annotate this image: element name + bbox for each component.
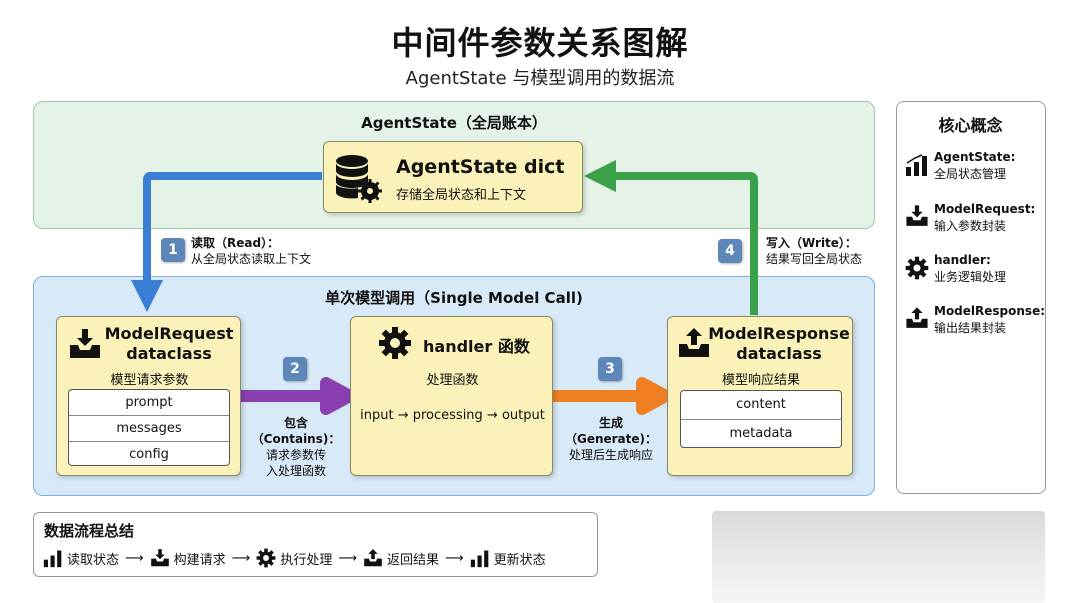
gear-icon (379, 327, 411, 359)
agent-state-box-desc: 存储全局状态和上下文 (396, 188, 527, 203)
step-4-title: 写入（Write）： (766, 236, 857, 250)
field-content: content (681, 391, 841, 420)
page-title: 中间件参数关系图解 (391, 24, 689, 62)
summary-arrow-3: ⟶ (338, 550, 357, 566)
step-2-desc-1: 请求参数传 (265, 448, 326, 462)
handler-title: handler 函数 (423, 337, 530, 356)
step-4-badge: 4 (718, 239, 742, 263)
step-3-label: 生成（Generate)： 处理后生成响应 (553, 415, 669, 463)
field-messages: messages (69, 416, 229, 442)
model-request-desc: 模型请求参数 (110, 373, 189, 388)
summary-arrow-1: ⟶ (125, 550, 144, 566)
model-request-box: ModelRequest dataclass 模型请求参数 prompt mes… (56, 316, 241, 476)
model-response-title-line1: ModelResponse (708, 324, 850, 343)
concept-modelresponse-desc: 输出结果封装 (934, 321, 1007, 335)
model-request-fields: prompt messages config (68, 389, 230, 466)
concept-handler-desc: 业务逻辑处理 (934, 270, 1007, 284)
model-response-box: ModelResponse dataclass 模型响应结果 content m… (667, 316, 853, 476)
step-4-desc: 结果写回全局状态 (766, 252, 863, 266)
model-response-desc: 模型响应结果 (721, 373, 800, 388)
summary-step-3: 执行处理 (280, 552, 333, 568)
gear-icon (905, 256, 929, 280)
model-request-title: ModelRequest dataclass (101, 324, 237, 364)
read-arrow (131, 172, 322, 312)
bar-chart-icon (470, 550, 488, 568)
summary-step-1: 读取状态 (67, 552, 120, 568)
agent-state-panel-title: AgentState（全局账本） (361, 114, 547, 132)
field-config: config (129, 447, 169, 462)
summary-arrow-2: ⟶ (231, 550, 251, 566)
inbox-upload-icon (364, 549, 382, 567)
handler-flow: input → processing → output (360, 408, 545, 423)
summary-step-5: 更新状态 (493, 552, 546, 568)
step-2-label: 包含（Contains)： 请求参数传 入处理函数 (240, 415, 352, 479)
step-2-desc-2: 入处理函数 (265, 464, 326, 478)
concept-modelrequest-desc: 输入参数封装 (934, 219, 1007, 233)
blurred-region (712, 511, 1045, 603)
step-2-title: 包含（Contains)： (251, 416, 341, 446)
contains-arrow (226, 377, 356, 415)
agent-state-box: AgentState dict 存储全局状态和上下文 (323, 141, 583, 213)
summary-arrow-4: ⟶ (444, 550, 464, 566)
inbox-upload-icon (679, 328, 709, 357)
inbox-download-icon (150, 549, 169, 567)
concept-agentstate-desc: 全局状态管理 (934, 167, 1007, 181)
agent-state-box-title: AgentState dict (396, 156, 565, 178)
handler-desc: 处理函数 (426, 373, 479, 388)
bar-chart-icon (906, 154, 927, 176)
step-4-label: 写入（Write）： 结果写回全局状态 (766, 235, 862, 267)
summary-title: 数据流程总结 (44, 522, 135, 540)
summary-step-2: 构建请求 (173, 552, 226, 568)
step-2-badge: 2 (283, 357, 307, 381)
generate-arrow (549, 377, 672, 415)
step-1-badge: 1 (161, 238, 185, 262)
model-response-fields: content metadata (680, 390, 842, 448)
step-3-desc: 处理后生成响应 (568, 448, 653, 462)
model-response-title: ModelResponse dataclass (708, 324, 850, 364)
summary-panel: 数据流程总结 读取状态 ⟶ 构建请求 ⟶ 执行处理 ⟶ 返回结果 ⟶ (33, 512, 598, 577)
concept-modelresponse-title: ModelResponse: (934, 304, 1046, 318)
inbox-download-icon (906, 205, 928, 226)
model-request-title-line2: dataclass (126, 344, 212, 363)
core-concepts-panel: 核心概念 AgentState: 全局状态管理 ModelRequest: 输入… (896, 101, 1046, 494)
model-response-title-line2: dataclass (736, 344, 822, 363)
concept-modelrequest-title: ModelRequest: (934, 202, 1036, 216)
step-1-title: 读取（Read）： (191, 236, 280, 250)
summary-step-4: 返回结果 (386, 552, 439, 568)
concept-handler-title: handler: (934, 253, 991, 267)
bar-chart-icon (43, 550, 62, 568)
step-3-title: 生成（Generate)： (564, 416, 658, 446)
page-subtitle: AgentState 与模型调用的数据流 (405, 68, 675, 89)
model-call-panel-title: 单次模型调用（Single Model Call) (325, 289, 583, 307)
database-gear-icon (336, 155, 382, 203)
concept-agentstate-title: AgentState: (934, 150, 1016, 164)
inbox-upload-icon (906, 307, 928, 328)
write-arrow (584, 160, 758, 315)
handler-box: handler 函数 处理函数 input → processing → out… (350, 316, 553, 476)
field-prompt: prompt (69, 390, 229, 416)
core-concepts-title: 核心概念 (938, 116, 1003, 135)
summary-flow: 读取状态 ⟶ 构建请求 ⟶ 执行处理 ⟶ 返回结果 ⟶ 更新状态 (43, 548, 546, 568)
inbox-download-icon (70, 329, 100, 358)
model-request-title-line1: ModelRequest (104, 324, 234, 343)
field-metadata: metadata (729, 426, 793, 441)
step-1-label: 读取（Read）： 从全局状态读取上下文 (191, 235, 311, 267)
step-3-badge: 3 (598, 357, 622, 381)
step-1-desc: 从全局状态读取上下文 (191, 252, 312, 266)
gear-icon (256, 548, 276, 568)
